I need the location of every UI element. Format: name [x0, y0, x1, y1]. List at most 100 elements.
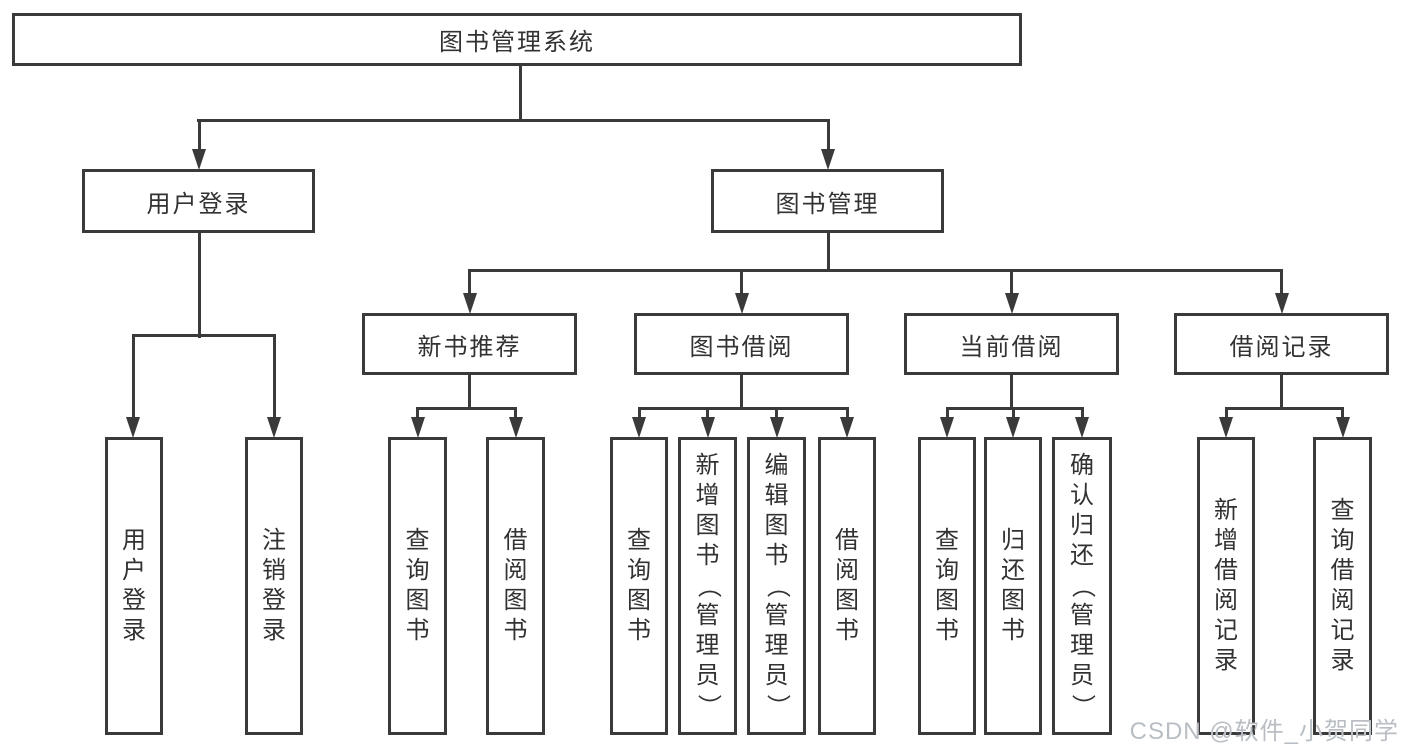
vertical-char: 归	[1070, 512, 1094, 539]
connector-line	[1011, 408, 1015, 420]
arrowhead-icon	[1004, 293, 1019, 314]
connector-line	[637, 408, 641, 420]
connector-line	[131, 335, 135, 420]
connector-line	[272, 335, 276, 420]
leaf-cb-confirm-return-admin: 确认归还（管理员）	[1052, 437, 1112, 735]
vertical-char: 理	[695, 632, 720, 659]
node-user-login-label: 用户登录	[146, 190, 251, 218]
arrowhead-icon	[1006, 417, 1020, 438]
connector-line	[197, 120, 201, 152]
vertical-char: 书	[1001, 617, 1025, 644]
vertical-char: 录	[1330, 647, 1355, 674]
vertical-char: 理	[1070, 632, 1094, 659]
leaf-user-login-label: 用户登录	[119, 526, 149, 646]
connector-line	[1224, 406, 1344, 410]
node-book-borrowing: 图书借阅	[634, 313, 849, 375]
leaf-logout: 注销登录	[245, 437, 303, 735]
vertical-char: 编	[764, 452, 789, 479]
connector-line	[468, 268, 1283, 272]
connector-line	[945, 408, 949, 420]
vertical-char: 图	[764, 512, 789, 539]
arrowhead-icon	[126, 417, 140, 438]
connector-line	[637, 406, 849, 410]
vertical-char: 查	[405, 527, 430, 554]
vertical-char: 书	[935, 617, 959, 644]
vertical-char: 阅	[1214, 587, 1238, 614]
vertical-char: 借	[1214, 557, 1238, 584]
arrowhead-icon	[1219, 417, 1233, 438]
vertical-char: ）	[763, 694, 791, 718]
arrowhead-icon	[940, 417, 954, 438]
vertical-char: ）	[1069, 694, 1096, 718]
vertical-char: 新	[695, 452, 720, 479]
vertical-char: 借	[503, 527, 528, 554]
node-new-book-recommend-label: 新书推荐	[417, 333, 522, 361]
vertical-char: （	[694, 574, 722, 598]
connector-line	[826, 120, 830, 152]
vertical-char: 增	[695, 482, 720, 509]
vertical-char: 认	[1070, 482, 1094, 509]
connector-line	[1341, 408, 1344, 420]
vertical-char: ）	[694, 694, 722, 718]
vertical-char: 图	[627, 587, 651, 614]
vertical-char: 查	[1330, 497, 1355, 524]
arrowhead-icon	[632, 417, 646, 438]
vertical-char: （	[763, 574, 791, 598]
vertical-char: 询	[935, 557, 959, 584]
vertical-char: （	[1069, 574, 1096, 598]
vertical-char: 书	[695, 542, 720, 569]
arrowhead-icon	[508, 417, 523, 438]
leaf-bb-add-books-admin-label: 新增图书 （ 管理员 ）	[693, 451, 723, 721]
vertical-char: 新	[1214, 497, 1238, 524]
vertical-char: 图	[935, 587, 959, 614]
arrowhead-icon	[1335, 417, 1350, 438]
leaf-nb-query-books: 查询图书	[388, 437, 447, 735]
vertical-char: 管	[764, 602, 789, 629]
vertical-char: 图	[695, 512, 720, 539]
csdn-watermark: CSDN @软件_小贺同学	[1129, 718, 1399, 745]
connector-line	[706, 408, 709, 420]
vertical-char: 登	[262, 587, 286, 614]
vertical-char: 记	[1330, 617, 1355, 644]
connector-line	[1280, 270, 1283, 296]
arrowhead-icon	[734, 293, 749, 314]
arrowhead-icon	[700, 417, 715, 438]
vertical-char: 询	[405, 557, 430, 584]
connector-line	[468, 375, 471, 410]
leaf-cb-query-books-label: 查询图书	[932, 526, 962, 646]
vertical-char: 员	[1070, 662, 1094, 689]
leaf-br-query-record: 查询借阅记录	[1313, 437, 1372, 735]
vertical-char: 管	[1070, 602, 1094, 629]
vertical-char: 录	[262, 617, 286, 644]
vertical-char: 询	[1330, 527, 1355, 554]
vertical-char: 图	[1001, 587, 1025, 614]
node-root-label: 图书管理系统	[439, 29, 595, 56]
connector-line	[416, 406, 517, 410]
node-borrowing-records-label: 借阅记录	[1229, 333, 1334, 361]
arrowhead-icon	[769, 417, 784, 438]
arrowhead-icon	[840, 417, 854, 438]
connector-line	[1080, 408, 1084, 420]
vertical-char: 书	[405, 617, 430, 644]
node-new-book-recommend: 新书推荐	[362, 313, 577, 375]
vertical-char: 阅	[503, 557, 528, 584]
vertical-char: 借	[835, 527, 859, 554]
leaf-bb-edit-books-admin-label: 编辑图书（管理员）	[762, 451, 792, 721]
vertical-char: 员	[695, 662, 720, 689]
vertical-char: 归	[1001, 527, 1025, 554]
vertical-char: 销	[262, 557, 286, 584]
leaf-cb-confirm-return-admin-label: 确认归还（管理员）	[1067, 451, 1097, 721]
vertical-char: 查	[627, 527, 651, 554]
arrowhead-icon	[1075, 417, 1089, 438]
vertical-char: 书	[764, 542, 789, 569]
node-root: 图书管理系统	[12, 13, 1022, 66]
arrowhead-icon	[462, 293, 477, 314]
vertical-char: 管	[695, 602, 720, 629]
vertical-char: 增	[1214, 527, 1238, 554]
vertical-char: 确	[1070, 452, 1094, 479]
vertical-char: 阅	[1330, 587, 1355, 614]
connector-line	[1010, 270, 1013, 296]
leaf-bb-add-books-admin: 新增图书 （ 管理员 ）	[678, 437, 737, 735]
connector-line	[826, 233, 830, 272]
vertical-char: 录	[1214, 647, 1238, 674]
